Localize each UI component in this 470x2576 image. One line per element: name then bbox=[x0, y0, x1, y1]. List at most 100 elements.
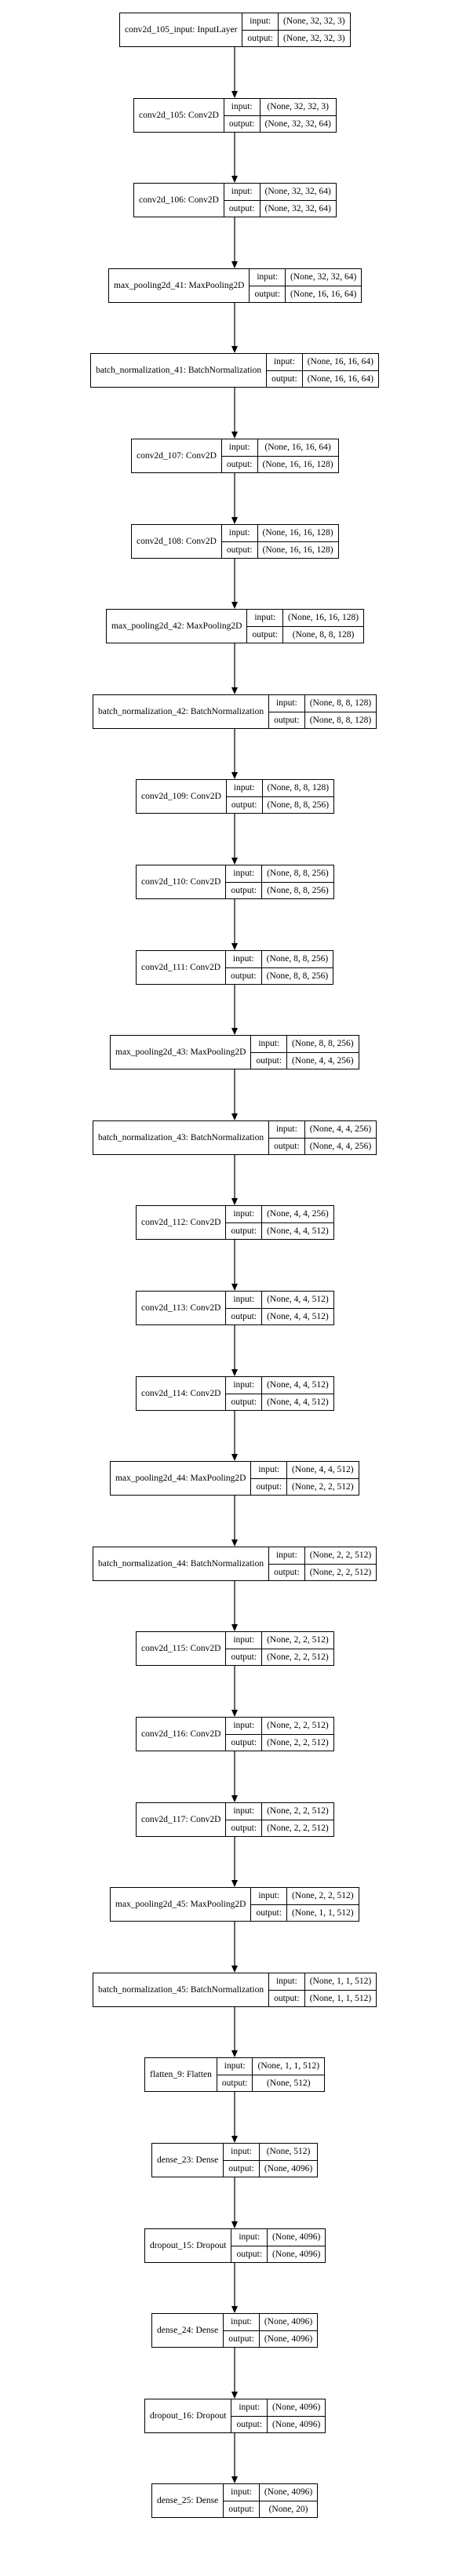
io-labels: input:output: bbox=[225, 780, 262, 813]
layer-name: max_pooling2d_42: MaxPooling2D bbox=[111, 621, 242, 631]
io-labels: input:output: bbox=[225, 951, 261, 984]
arrowhead bbox=[231, 1966, 238, 1973]
output-shape: (None, 16, 16, 64) bbox=[286, 285, 362, 303]
io-shapes: (None, 16, 16, 128)(None, 8, 8, 128) bbox=[282, 610, 364, 643]
io-labels: input:output: bbox=[223, 99, 260, 132]
output-shape: (None, 4, 4, 512) bbox=[262, 1393, 333, 1411]
arrowhead bbox=[231, 2476, 238, 2483]
arrowhead bbox=[231, 91, 238, 98]
io-shapes: (None, 4, 4, 512)(None, 4, 4, 512) bbox=[261, 1377, 333, 1410]
layer-name: conv2d_115: Conv2D bbox=[141, 1644, 221, 1653]
layer-name: dropout_15: Dropout bbox=[150, 2241, 227, 2250]
layer-name: conv2d_110: Conv2D bbox=[141, 877, 221, 887]
io-labels: input:output: bbox=[225, 1632, 262, 1665]
output-shape: (None, 8, 8, 128) bbox=[283, 625, 364, 643]
arrowhead bbox=[231, 2136, 238, 2143]
output-label: output: bbox=[269, 711, 304, 729]
input-shape: (None, 16, 16, 64) bbox=[264, 443, 331, 453]
input-shape: (None, 8, 8, 256) bbox=[267, 869, 329, 879]
io-labels: input:output: bbox=[268, 1121, 304, 1154]
input-label: input: bbox=[258, 1039, 280, 1049]
layer-name: dense_24: Dense bbox=[157, 2326, 219, 2335]
input-label: input: bbox=[233, 1380, 255, 1390]
arrowhead bbox=[231, 858, 238, 865]
io-labels: input:output: bbox=[225, 1718, 262, 1751]
output-shape: (None, 8, 8, 256) bbox=[262, 881, 333, 899]
arrowhead bbox=[231, 1369, 238, 1376]
io-labels: input: output: bbox=[250, 1036, 287, 1069]
io-shapes: (None, 2, 2, 512)(None, 2, 2, 512) bbox=[261, 1803, 333, 1836]
input-shape: (None, 32, 32, 3) bbox=[283, 16, 345, 27]
layer-name: conv2d_113: Conv2D bbox=[141, 1303, 221, 1313]
output-label: output: bbox=[231, 2415, 268, 2433]
input-label: input: bbox=[233, 1806, 255, 1816]
io-shapes: (None, 16, 16, 64) (None, 16, 16, 128) bbox=[257, 439, 338, 472]
output-shape: (None, 512) bbox=[253, 2074, 325, 2092]
input-shape: (None, 2, 2, 512) bbox=[292, 1891, 354, 1901]
output-label: output: bbox=[250, 285, 286, 303]
output-label: output: bbox=[226, 1733, 262, 1751]
input-shape: (None, 32, 32, 3) bbox=[267, 102, 329, 112]
output-label: output: bbox=[251, 1051, 287, 1069]
io-labels: input:output: bbox=[231, 2399, 268, 2433]
input-label: input: bbox=[231, 2147, 252, 2157]
io-labels: input:output: bbox=[223, 2484, 259, 2517]
output-shape: (None, 16, 16, 64) bbox=[302, 370, 379, 388]
arrowhead bbox=[231, 1198, 238, 1205]
input-label: input: bbox=[254, 613, 276, 623]
output-label: output: bbox=[221, 455, 257, 473]
io-shapes: (None, 4096)(None, 4096) bbox=[267, 2399, 326, 2433]
layer-name: max_pooling2d_44: MaxPooling2D bbox=[115, 1474, 246, 1483]
input-shape: (None, 1, 1, 512) bbox=[257, 2061, 320, 2071]
output-label: output: bbox=[224, 199, 260, 217]
io-shapes: (None, 2, 2, 512)(None, 1, 1, 512) bbox=[286, 1888, 359, 1921]
output-label: output: bbox=[221, 541, 257, 559]
layer-node: batch_normalization_45: BatchNormalizati… bbox=[93, 1973, 377, 2007]
io-shapes: (None, 8, 8, 128)(None, 8, 8, 256) bbox=[261, 780, 334, 813]
io-labels: input:output: bbox=[246, 610, 283, 643]
output-label: output: bbox=[231, 2245, 268, 2263]
output-label: output: bbox=[242, 29, 278, 47]
layer-name: dense_23: Dense bbox=[157, 2155, 219, 2165]
output-shape: (None, 16, 16, 128) bbox=[257, 455, 338, 473]
input-label: input: bbox=[233, 1209, 255, 1219]
input-shape: (None, 32, 32, 64) bbox=[264, 187, 331, 197]
input-shape: (None, 16, 16, 128) bbox=[262, 528, 333, 538]
io-labels: input:output: bbox=[250, 1462, 287, 1496]
input-shape: (None, 8, 8, 256) bbox=[292, 1039, 354, 1049]
io-labels: input: output: bbox=[220, 439, 257, 473]
output-shape: (None, 8, 8, 256) bbox=[261, 967, 333, 985]
output-shape: (None, 4, 4, 512) bbox=[262, 1307, 333, 1325]
output-shape: (None, 1, 1, 512) bbox=[304, 1989, 377, 2007]
io-shapes: (None, 8, 8, 128)(None, 8, 8, 128) bbox=[304, 695, 377, 728]
input-shape: (None, 4, 4, 256) bbox=[309, 1124, 372, 1135]
layer-node: conv2d_115: Conv2D input:output:(None, 2,… bbox=[136, 1631, 334, 1666]
output-shape: (None, 2, 2, 512) bbox=[287, 1477, 359, 1496]
layer-name: batch_normalization_42: BatchNormalizati… bbox=[98, 707, 264, 716]
io-shapes: (None, 4096)(None, 4096) bbox=[267, 2229, 326, 2262]
layer-name: conv2d_112: Conv2D bbox=[141, 1218, 221, 1227]
output-label: output: bbox=[267, 370, 302, 388]
io-shapes: (None, 8, 8, 256)(None, 4, 4, 256) bbox=[286, 1036, 359, 1069]
output-label: output: bbox=[251, 1477, 287, 1496]
arrowhead bbox=[231, 176, 238, 183]
output-shape: (None, 2, 2, 512) bbox=[262, 1648, 333, 1666]
io-shapes: (None, 32, 32, 64)(None, 16, 16, 64) bbox=[285, 269, 362, 303]
output-shape: (None, 32, 32, 3) bbox=[279, 29, 350, 47]
input-shape: (None, 16, 16, 64) bbox=[307, 357, 374, 367]
output-shape: (None, 4096) bbox=[268, 2415, 326, 2433]
io-shapes: (None, 512)(None, 4096) bbox=[258, 2144, 318, 2177]
io-shapes: (None, 4096)(None, 20) bbox=[258, 2484, 318, 2517]
input-shape: (None, 4096) bbox=[264, 2317, 313, 2327]
output-label: output: bbox=[226, 1307, 262, 1325]
input-label: input: bbox=[228, 443, 250, 453]
layer-name: conv2d_105_input: InputLayer bbox=[125, 25, 238, 35]
